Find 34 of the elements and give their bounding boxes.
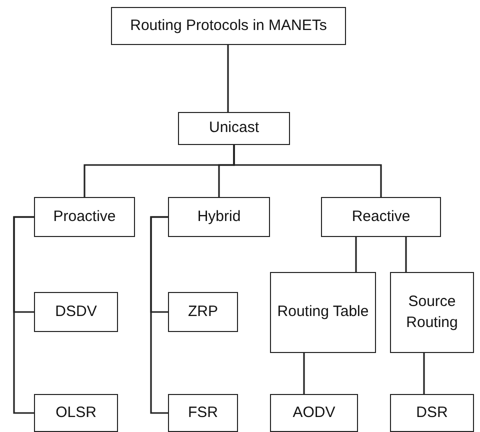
- node-label: DSDV: [55, 302, 97, 322]
- connector-line: [303, 353, 305, 394]
- node-label: Routing Table: [277, 302, 369, 322]
- connector-line: [233, 145, 382, 197]
- connector-line: [405, 237, 407, 272]
- connector-line: [227, 45, 229, 112]
- node-label: Source Routing: [405, 292, 459, 332]
- category-box: [34, 394, 118, 432]
- connector-line: [150, 216, 168, 414]
- category-box: [168, 394, 238, 432]
- category-box: [34, 292, 118, 332]
- node-label: DSR: [416, 402, 448, 423]
- node-label: ZRP: [188, 302, 218, 322]
- category-box: [111, 7, 346, 45]
- category-box: [168, 197, 270, 237]
- connector-line: [423, 353, 425, 394]
- category-box: [390, 394, 474, 432]
- node-label: Unicast: [208, 118, 260, 138]
- node-label: Proactive: [53, 206, 116, 227]
- category-box: [390, 272, 474, 353]
- node-label: Reactive: [352, 206, 410, 227]
- category-box: [34, 197, 135, 237]
- node-label: AODV: [292, 402, 336, 423]
- node-label: FSR: [188, 402, 218, 423]
- connector-line: [13, 216, 34, 414]
- node-label: Hybrid: [197, 206, 241, 227]
- category-box: [270, 272, 376, 353]
- category-box: [321, 197, 441, 237]
- category-box: [178, 112, 290, 145]
- category-box: [270, 394, 358, 432]
- connector-line: [355, 237, 357, 272]
- category-box: [168, 292, 238, 332]
- node-label: OLSR: [56, 402, 96, 423]
- node-label: Routing Protocols in MANETs: [130, 16, 327, 36]
